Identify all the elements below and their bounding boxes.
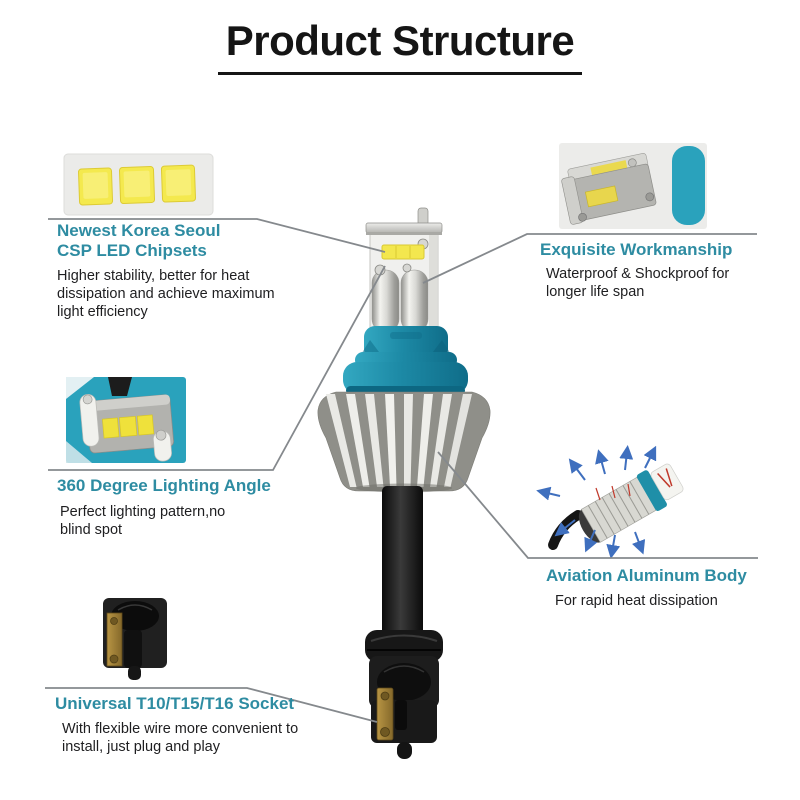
photo-socket	[103, 598, 167, 680]
leader-lines	[45, 218, 758, 723]
section-workmanship-body: Waterproof & Shockproof for longer life …	[546, 265, 730, 300]
heat-dissipation-arrows	[536, 445, 657, 559]
heading-line: CSP LED Chipsets	[57, 240, 207, 260]
section-chipsets-heading: Newest Korea Seoul CSP LED Chipsets	[57, 221, 281, 260]
section-workmanship-heading: Exquisite Workmanship	[540, 240, 733, 259]
section-aluminum-heading: Aviation Aluminum Body	[546, 566, 747, 585]
socket-plug	[365, 630, 443, 759]
led-chip-strip	[381, 244, 425, 260]
product-illustration	[317, 207, 491, 759]
leader-line-socket	[45, 687, 378, 723]
section-chipsets-body: Higher stability, better for heat dissip…	[57, 268, 275, 320]
photo-led-chipsets	[63, 153, 214, 216]
section-socket-heading: Universal T10/T15/T16 Socket	[55, 694, 295, 713]
photo-workmanship	[559, 143, 707, 229]
section-socket: Universal T10/T15/T16 Socket With flexib…	[55, 694, 310, 756]
section-lighting-body: Perfect lighting pattern,no blind spot	[60, 503, 226, 538]
title-underline	[218, 72, 582, 75]
section-aluminum: Aviation Aluminum Body For rapid heat di…	[546, 566, 771, 610]
brass-contact	[376, 687, 394, 741]
section-workmanship: Exquisite Workmanship Waterproof & Shock…	[540, 240, 752, 301]
heading-line: Newest Korea Seoul	[57, 221, 221, 240]
photo-360-lighting	[66, 377, 186, 463]
leader-line-lighting	[48, 265, 386, 471]
leader-line-aluminum	[437, 451, 758, 559]
leader-line-workmanship	[422, 233, 757, 284]
page-title: Product Structure	[225, 17, 575, 64]
heat-sink	[317, 391, 491, 493]
section-lighting: 360 Degree Lighting Angle Perfect lighti…	[57, 476, 271, 539]
photo-aviation-body	[536, 445, 684, 559]
wire-stem	[382, 486, 423, 636]
side-led-cylinders	[371, 263, 429, 333]
teal-collar	[343, 326, 468, 395]
section-lighting-heading: 360 Degree Lighting Angle	[57, 476, 271, 495]
leader-line-chipsets	[48, 218, 386, 253]
section-chipsets: Newest Korea Seoul CSP LED Chipsets High…	[57, 221, 281, 321]
section-socket-body: With flexible wire more convenient to in…	[62, 720, 299, 755]
section-aluminum-body: For rapid heat dissipation	[555, 592, 718, 609]
